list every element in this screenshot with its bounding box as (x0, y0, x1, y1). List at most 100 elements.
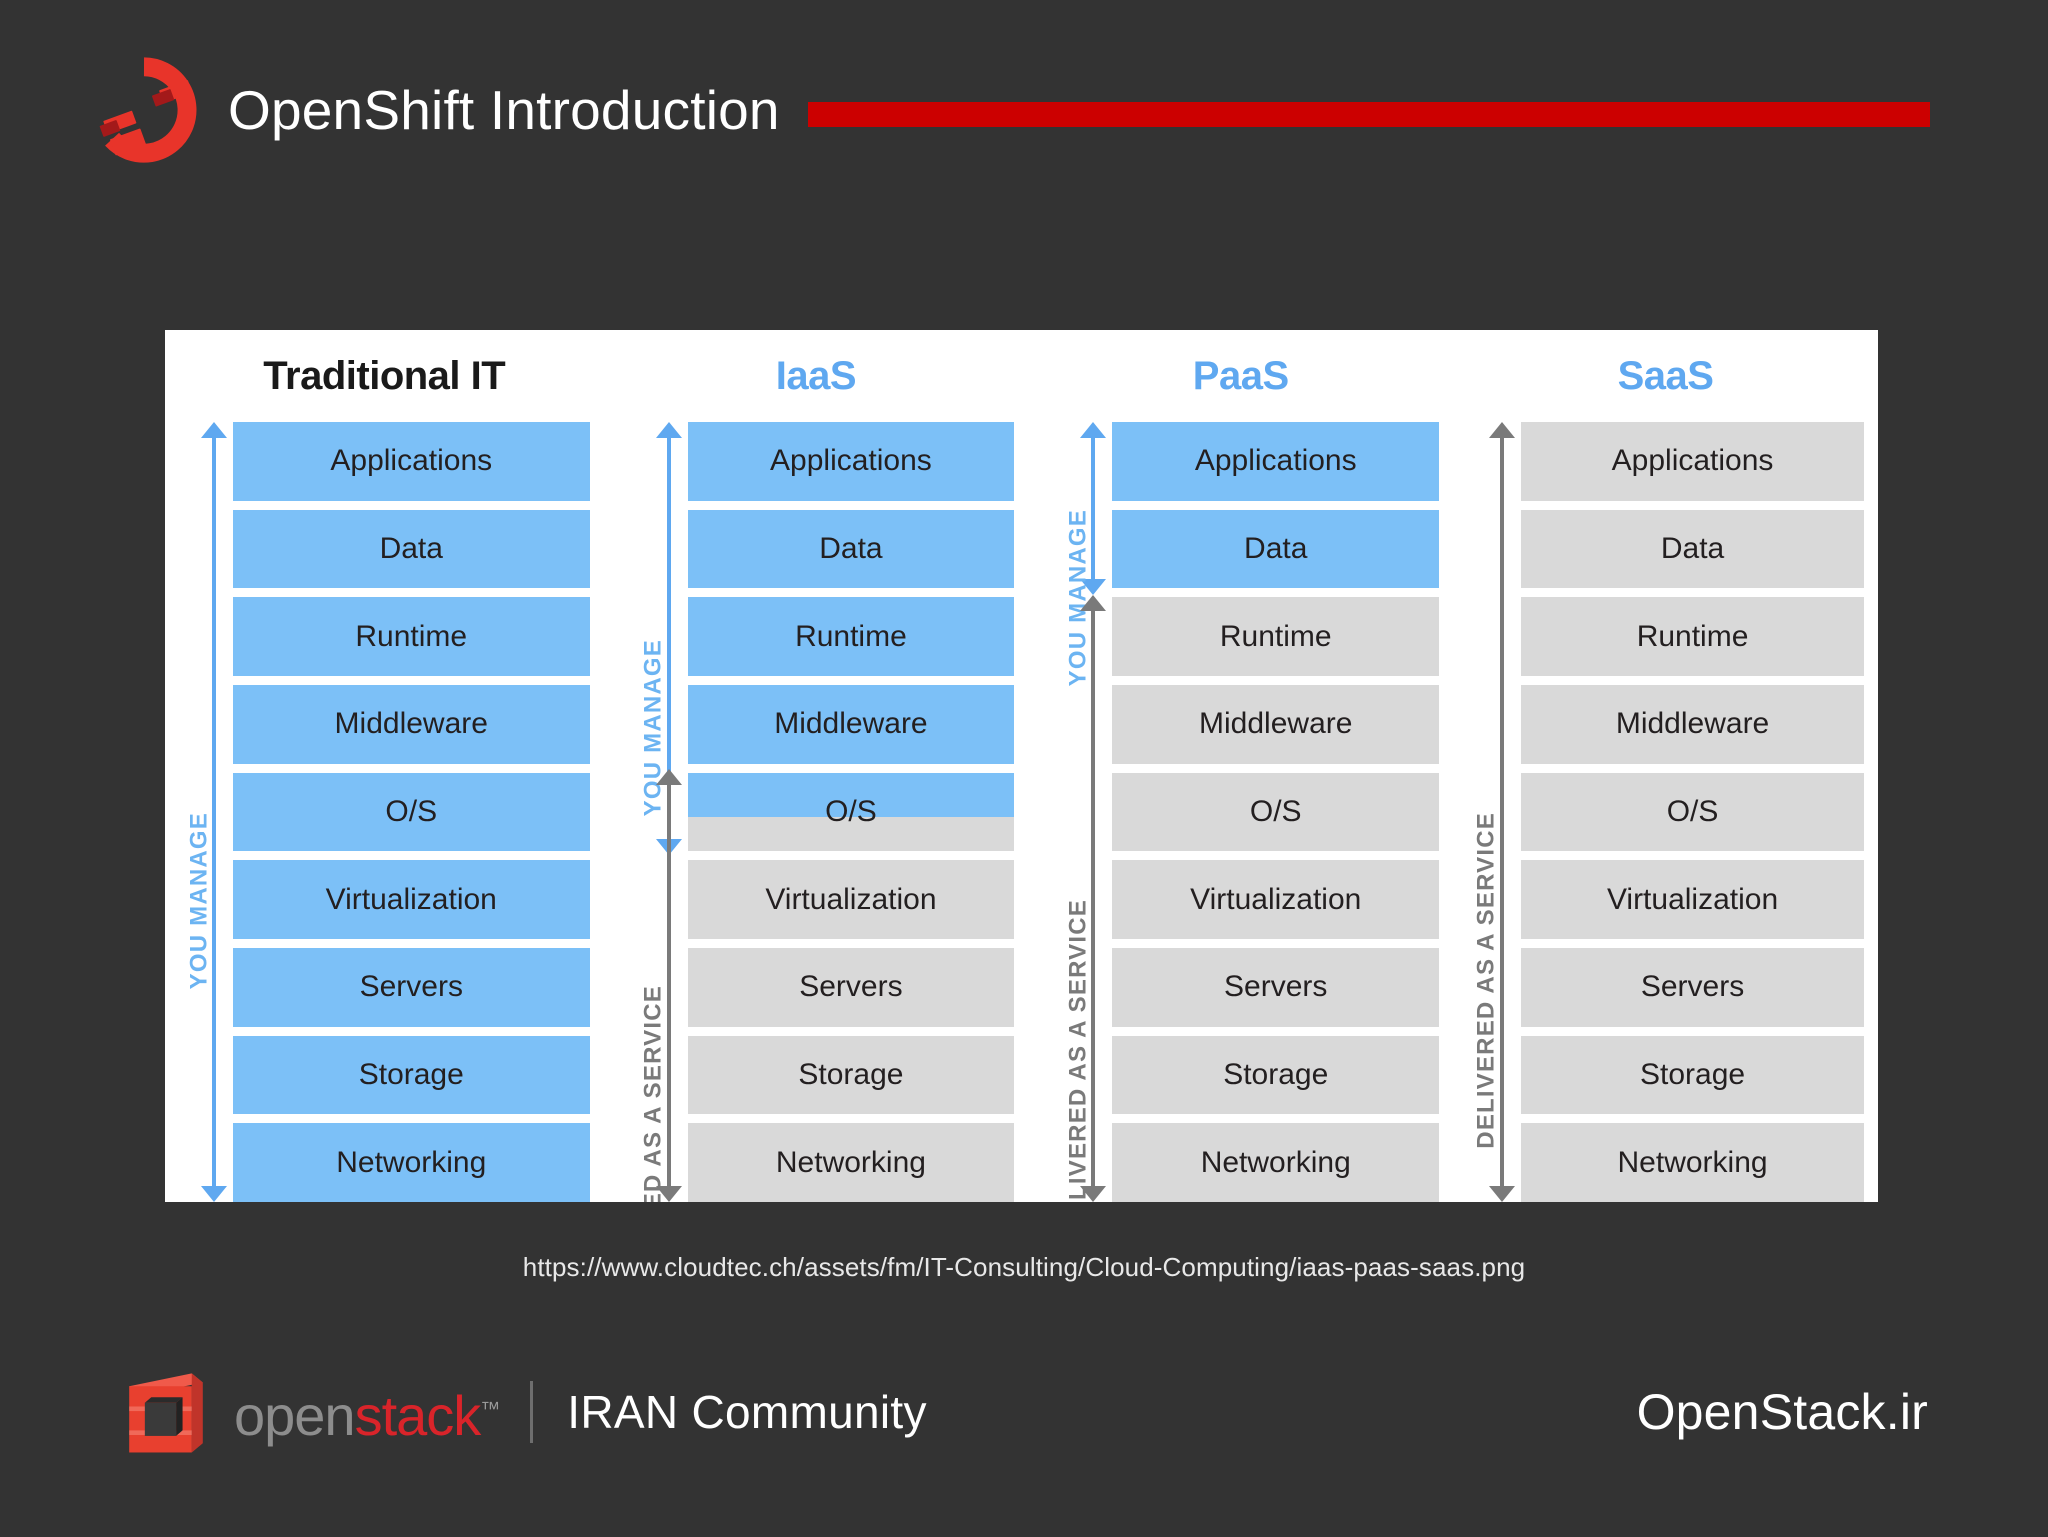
arrow-label: YOU MANAGE (185, 812, 212, 990)
arrow-shaft (212, 434, 216, 1190)
layer-row-label: Storage (358, 1058, 464, 1092)
layer-row: Storage (1112, 1035, 1440, 1115)
arrow-head-down-icon (655, 1186, 682, 1202)
openshift-logo (90, 56, 198, 164)
arrow-head-up-icon (201, 422, 227, 438)
column-title-traditional: Traditional IT (263, 353, 506, 398)
arrow-shaft-wrap (1080, 595, 1107, 1202)
layer-row-label: Runtime (1636, 619, 1749, 653)
header-accent-rule (807, 101, 1930, 127)
layer-row: Runtime (233, 597, 590, 677)
layer-row: Storage (233, 1035, 590, 1115)
layer-row-label: Storage (1640, 1058, 1746, 1092)
openstack-logo-icon (120, 1366, 212, 1458)
arrow-head-up-icon (655, 768, 682, 785)
layer-row-label: Applications (1611, 444, 1774, 478)
page-title: OpenShift Introduction (228, 78, 780, 141)
layer-row-label: Servers (799, 970, 903, 1004)
layer-row: Runtime (1112, 597, 1440, 677)
layer-row: Virtualization (1521, 860, 1864, 940)
layer-row-label: O/S (1249, 795, 1302, 829)
layer-row-label: Servers (1224, 970, 1328, 1004)
slide-header: OpenShift Introduction (90, 55, 1948, 165)
layer-row: Data (1112, 509, 1440, 589)
diagram-column-paas: PaaS YOU MANAGE DELIVERED AS A SERVICE Appl… (1028, 330, 1453, 1202)
layer-row: Servers (687, 948, 1015, 1027)
layer-row: O/S (687, 772, 1015, 852)
layer-row-label: Networking (336, 1145, 487, 1179)
column-title-iaas: IaaS (775, 353, 857, 398)
layer-row-label: Virtualization (1190, 882, 1362, 916)
openstack-wordmark: openstack™ (234, 1388, 500, 1444)
arrow-shaft (1091, 434, 1096, 584)
layer-row: Virtualization (1112, 860, 1440, 940)
layer-row: Virtualization (687, 860, 1015, 940)
layer-row: Middleware (233, 685, 590, 764)
layer-row: Applications (1112, 422, 1440, 501)
arrow-shaft-wrap (1080, 422, 1107, 596)
layer-row: Data (687, 509, 1015, 589)
arrow-gutter-saas: DELIVERED AS A SERVICE (1453, 422, 1521, 1202)
layer-row: Storage (687, 1035, 1015, 1115)
footer-divider (530, 1381, 534, 1443)
layer-row: Networking (1112, 1123, 1440, 1202)
layer-row-label: Networking (1200, 1145, 1351, 1179)
arrow-shaft (666, 780, 671, 1190)
layer-row-label: Virtualization (325, 882, 497, 916)
arrow-gutter-paas: YOU MANAGE DELIVERED AS A SERVICE (1028, 422, 1112, 1202)
layer-row-label: Networking (1617, 1145, 1768, 1179)
arrow-shaft (1091, 607, 1096, 1190)
layer-row: Applications (1521, 422, 1864, 501)
layer-row-label: Runtime (795, 619, 907, 653)
layer-row: Servers (1112, 948, 1440, 1027)
layer-row-label: Data (379, 532, 443, 565)
layer-row-label: Virtualization (765, 882, 937, 916)
stack-area-paas: YOU MANAGE DELIVERED AS A SERVICE Applicat… (1028, 422, 1453, 1202)
layer-row-label: O/S (1666, 795, 1719, 829)
source-url-caption: https://www.cloudtec.ch/assets/fm/IT-Con… (522, 1252, 1526, 1282)
arrow-label: DELIVERED AS A SERVICE (639, 985, 667, 1202)
layer-row-label: Data (819, 532, 883, 565)
scope-arrow-you-manage: YOU MANAGE (1028, 422, 1112, 686)
arrow-shaft-wrap (201, 422, 227, 1202)
layer-row-label: Data (1244, 532, 1308, 565)
layer-row: Middleware (687, 685, 1015, 764)
arrow-shaft (666, 434, 671, 844)
layer-row-label: Applications (330, 444, 493, 478)
arrow-head-up-icon (1489, 422, 1516, 438)
footer-site-label: OpenStack.ir (1636, 1384, 1928, 1440)
arrow-head-down-icon (1080, 579, 1107, 596)
layer-row: Middleware (1521, 685, 1864, 764)
layer-row-label: O/S (385, 795, 438, 829)
layer-row: Applications (687, 422, 1015, 501)
layer-row-label: Middleware (334, 707, 488, 741)
layer-row: Applications (233, 422, 590, 501)
layer-row-label: Middleware (1199, 707, 1353, 741)
layer-row-label: Runtime (355, 619, 468, 653)
arrow-shaft-wrap (1489, 422, 1516, 1202)
arrow-label: DELIVERED AS A SERVICE (1064, 898, 1092, 1202)
arrow-head-up-icon (655, 422, 682, 438)
arrow-label: DELIVERED AS A SERVICE (1473, 812, 1501, 1149)
layer-row: Networking (687, 1123, 1015, 1202)
arrow-head-down-icon (1080, 1186, 1107, 1202)
arrow-head-down-icon (201, 1186, 227, 1202)
layer-row-label: Applications (1194, 444, 1357, 478)
column-title-paas: PaaS (1192, 353, 1289, 398)
layer-row: Networking (1521, 1123, 1864, 1202)
arrow-gutter-traditional: YOU MANAGE (165, 422, 233, 1202)
scope-arrow-delivered-as-a-service: DELIVERED AS A SERVICE (1453, 422, 1521, 1202)
layer-row-label: Applications (770, 444, 932, 478)
layer-row-managed-portion (687, 772, 1015, 817)
layer-row: Storage (1521, 1035, 1864, 1115)
